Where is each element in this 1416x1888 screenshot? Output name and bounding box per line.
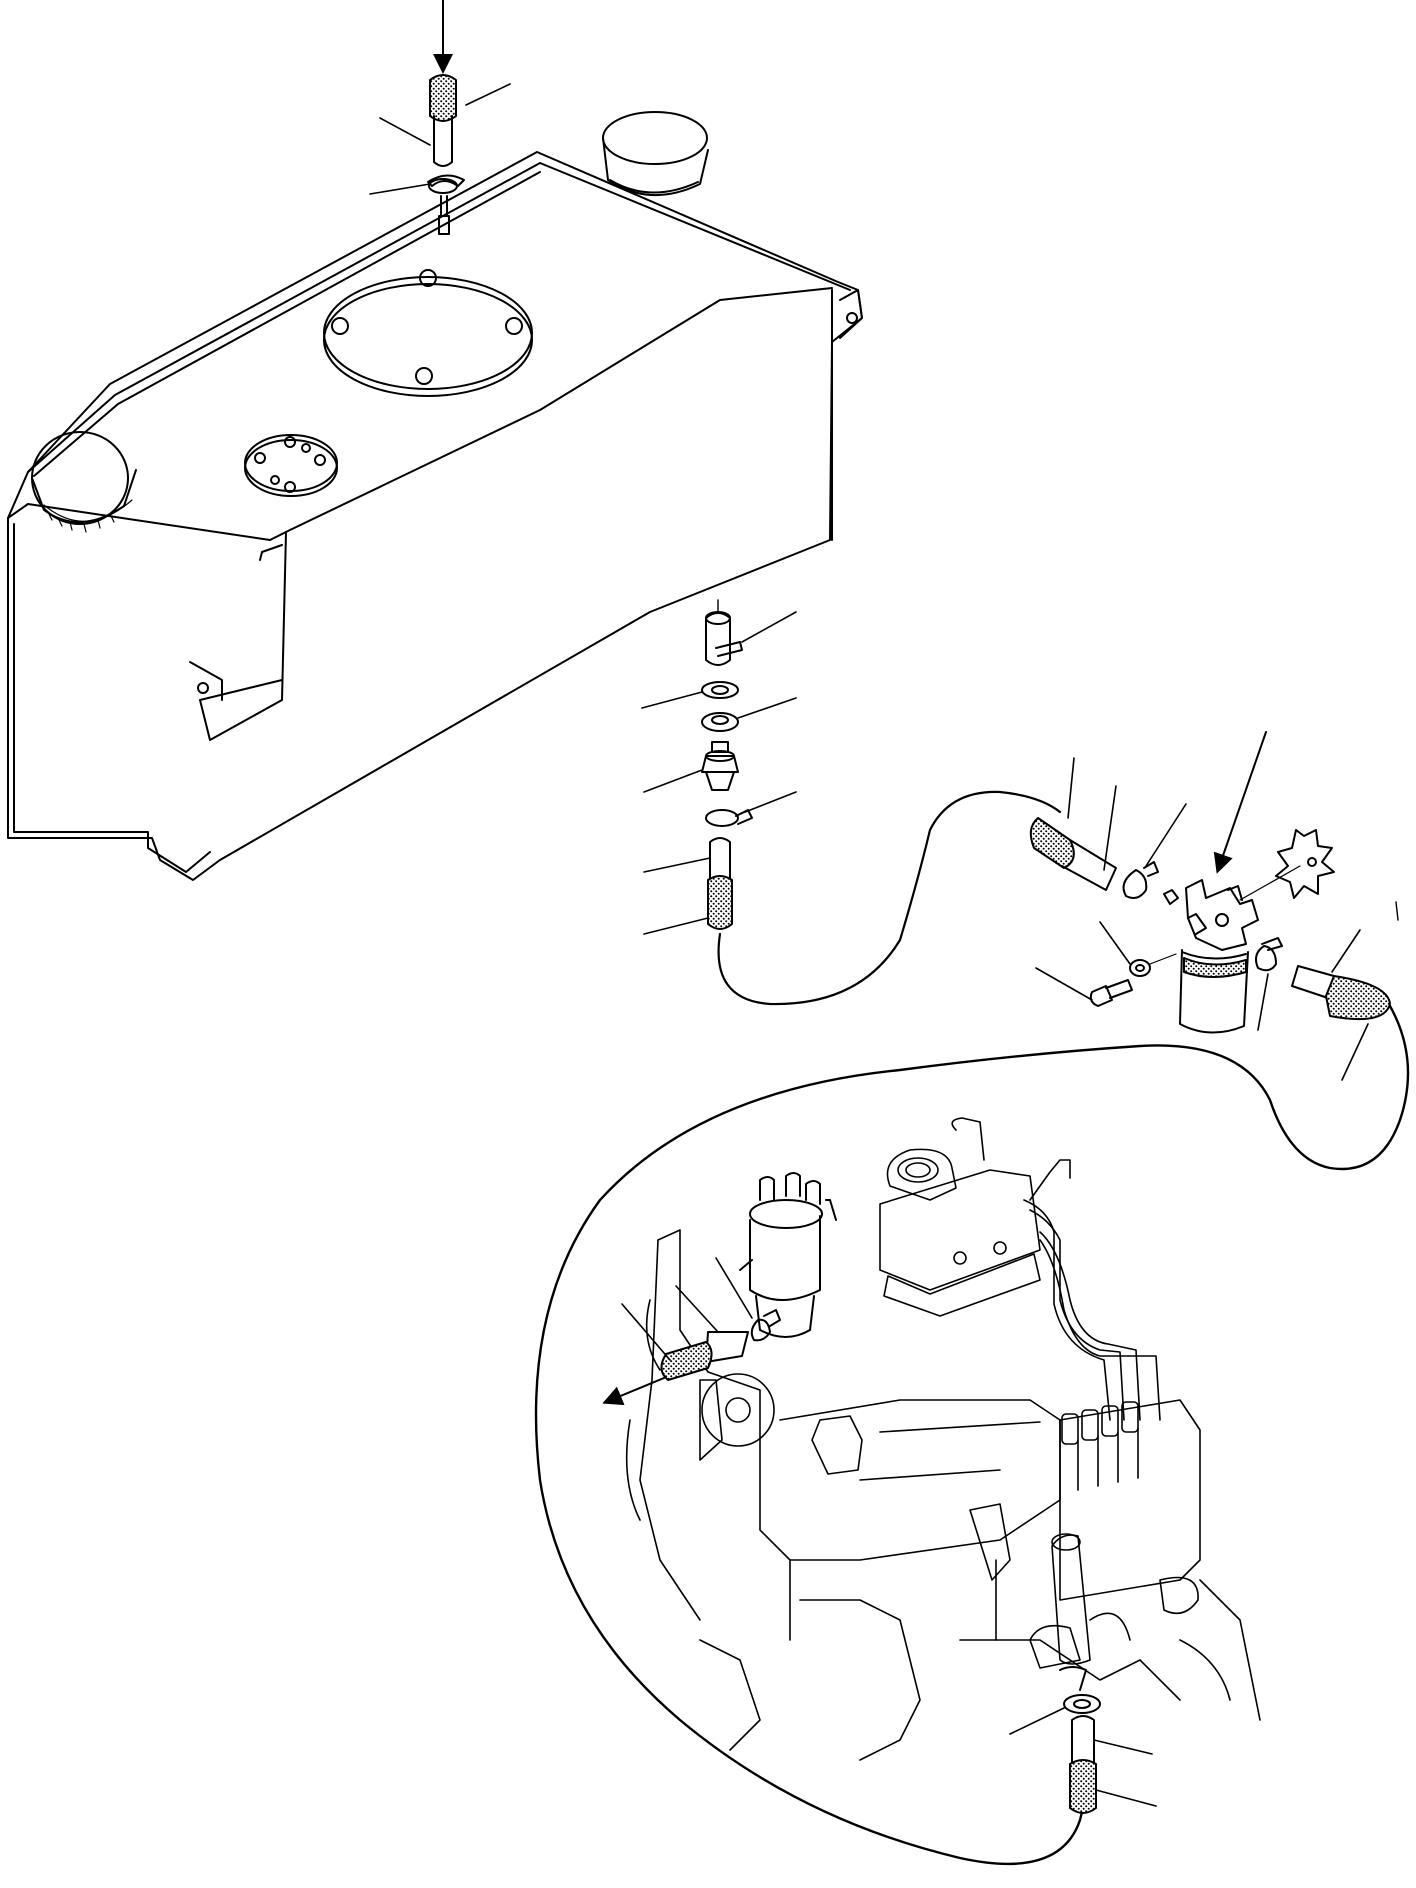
feed-pipe-tank-to-filter [717, 790, 1062, 1006]
fuel-tank [7, 151, 863, 881]
inspection-cover [323, 269, 533, 397]
tank-outlet-fitting-stack [641, 599, 797, 935]
pump-inlet-hose-bottom [1009, 1666, 1157, 1814]
engine-outline [625, 1117, 1261, 1761]
engine-inlet-hose [602, 1257, 781, 1406]
filler-cap-left [31, 431, 137, 533]
return-hose-top [369, 74, 511, 235]
feed-pipe-filter-to-pump [534, 1004, 1410, 1865]
engine-fuel-strainer [739, 1172, 837, 1338]
sender-plate [244, 434, 338, 497]
fuel-filter-assembly [1029, 731, 1399, 1081]
breather-cap [602, 111, 709, 197]
